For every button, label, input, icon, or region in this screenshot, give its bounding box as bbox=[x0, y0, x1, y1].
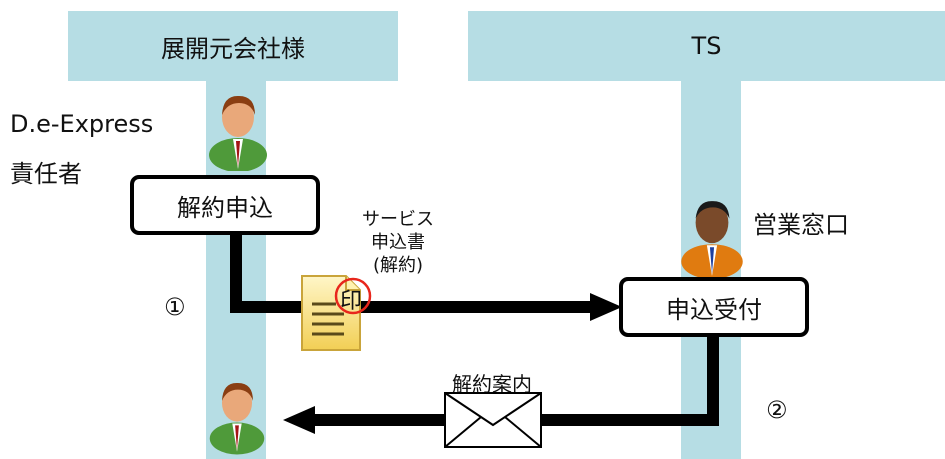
actor-role-left: 責任者 bbox=[10, 160, 82, 188]
person-icon-green-bottom bbox=[209, 383, 265, 455]
application-doc-line2: 申込書 bbox=[371, 232, 425, 253]
cancel-request-label: 解約申込 bbox=[177, 193, 273, 222]
cancel-request-box: 解約申込 bbox=[130, 175, 320, 235]
step-2-marker: ② bbox=[766, 396, 788, 424]
person-icon-orange bbox=[681, 201, 743, 278]
step-1-marker: ① bbox=[164, 293, 186, 321]
person-icon-green-top bbox=[209, 95, 267, 171]
flow-arrowhead-2 bbox=[283, 406, 315, 434]
envelope-icon bbox=[444, 392, 542, 448]
document-icon bbox=[301, 275, 361, 351]
application-doc-label: サービス 申込書 (解約) bbox=[362, 208, 434, 277]
lane-header-right: TS bbox=[468, 11, 945, 81]
actor-name-right: 営業窓口 bbox=[753, 211, 849, 239]
application-doc-line1: サービス bbox=[362, 209, 434, 230]
reception-label: 申込受付 bbox=[666, 295, 762, 324]
reception-box: 申込受付 bbox=[619, 277, 809, 337]
stamp-label: 印 bbox=[340, 289, 363, 314]
stamp-circle-icon bbox=[334, 277, 372, 315]
lane-header-left: 展開元会社様 bbox=[68, 11, 398, 81]
actor-name-left: D.e-Express bbox=[10, 110, 154, 138]
lane-title-right: TS bbox=[691, 32, 722, 60]
flow-arrowhead-1 bbox=[590, 293, 622, 321]
lane-title-left: 展開元会社様 bbox=[161, 34, 305, 63]
application-doc-line3: (解約) bbox=[372, 255, 424, 276]
flow-line-1 bbox=[230, 234, 590, 313]
